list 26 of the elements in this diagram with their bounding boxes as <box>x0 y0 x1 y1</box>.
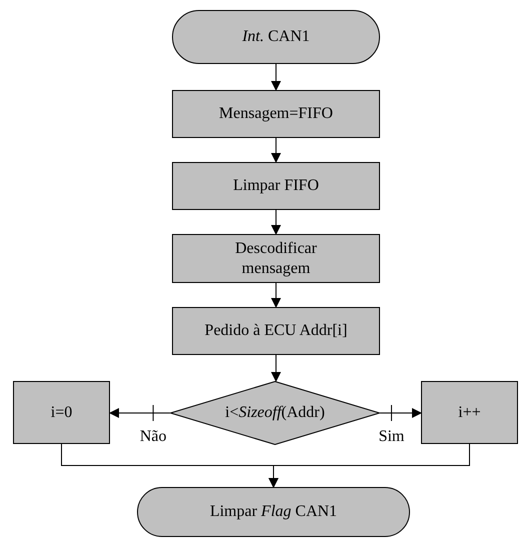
arrow <box>271 138 281 163</box>
arrow <box>268 444 470 488</box>
node-label: Mensagem=FIFO <box>219 104 333 124</box>
arrow <box>109 404 170 422</box>
node-label: Limpar FIFO <box>233 176 319 196</box>
node-label: i=0 <box>50 402 72 422</box>
terminal-shape <box>137 487 410 537</box>
node-label: Pedido à ECU Addr[i] <box>204 321 348 341</box>
node-label: i<Sizeoff(Addr) <box>225 403 325 423</box>
process-box <box>13 381 110 444</box>
process-box <box>172 162 380 210</box>
terminal-shape <box>172 10 380 64</box>
process-box <box>172 234 380 283</box>
node-label: Limpar Flag CAN1 <box>210 502 338 522</box>
node-label: Int. CAN1 <box>242 27 310 47</box>
arrow <box>380 404 422 422</box>
process-box <box>172 307 380 355</box>
process-box <box>172 90 380 138</box>
arrow <box>271 354 281 382</box>
decision-diamond <box>170 381 380 445</box>
arrow <box>271 282 281 308</box>
arrow <box>271 210 281 235</box>
arrow <box>271 64 281 91</box>
process-box <box>421 381 518 444</box>
node-label: Descodificar mensagem <box>234 238 318 278</box>
node-label: i++ <box>458 402 481 422</box>
